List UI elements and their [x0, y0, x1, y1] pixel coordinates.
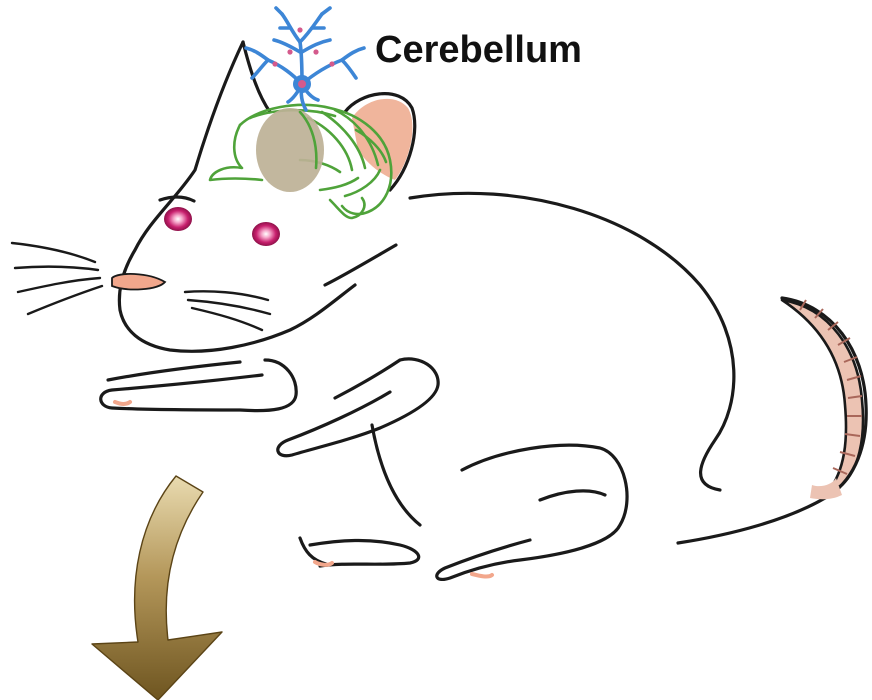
cerebellum-region [256, 108, 324, 192]
rat-nose [112, 274, 165, 290]
rat-eye-left [164, 207, 192, 231]
rat-hind-leg [437, 445, 627, 579]
neuron-nucleus [298, 80, 306, 88]
rat-eye-right [252, 222, 280, 246]
rat-head [119, 42, 355, 351]
rat-ear [345, 94, 415, 190]
rat-eyes [160, 197, 280, 246]
down-arrow [92, 476, 222, 700]
rat-tail [678, 298, 866, 543]
rat-front-leg-right [278, 359, 438, 456]
cerebellum-label: Cerebellum [375, 29, 582, 71]
purkinje-neuron-icon [246, 8, 364, 110]
rat-illustration [12, 8, 866, 579]
